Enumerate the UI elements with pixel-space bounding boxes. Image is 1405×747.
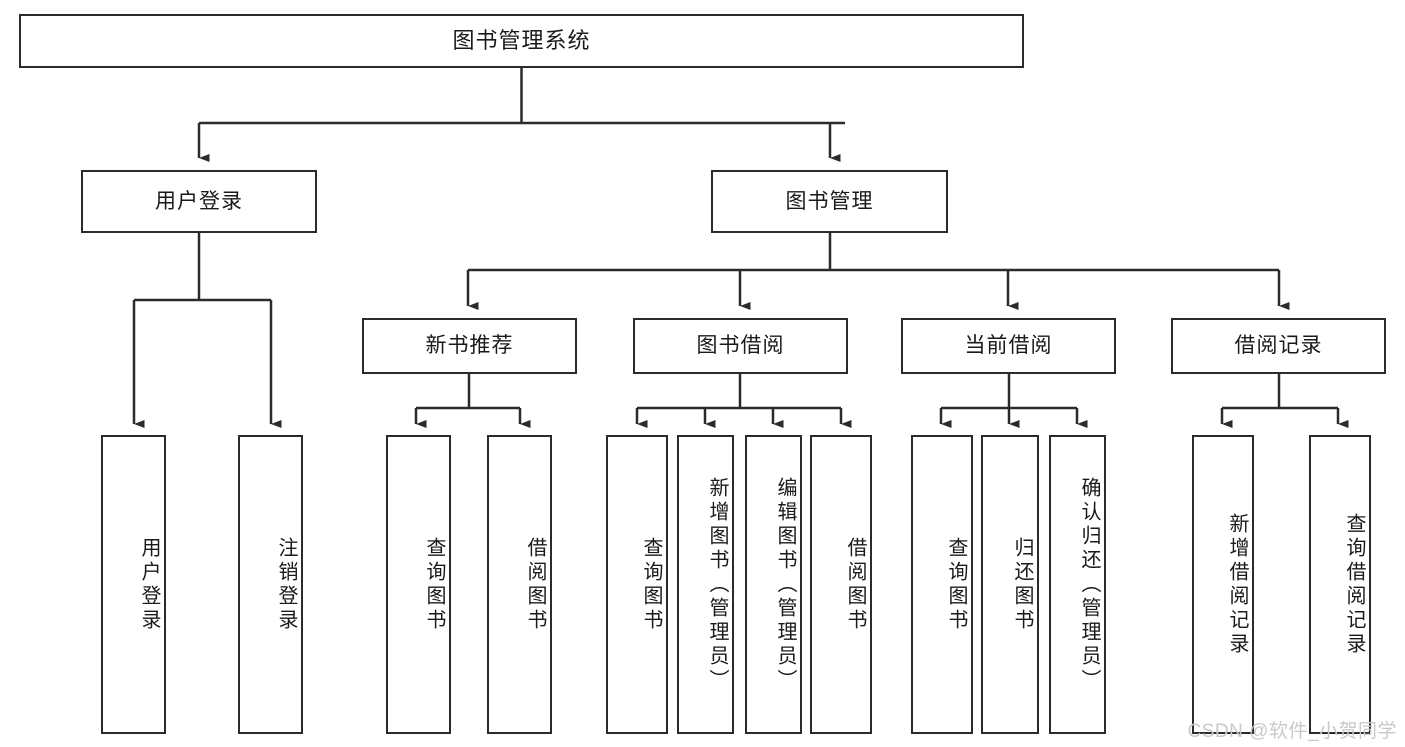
leaf-user-login-signin[interactable]: 用户登录 <box>101 435 166 734</box>
leaf-current-query-book[interactable]: 查询图书 <box>911 435 973 734</box>
node-new-book-recommend[interactable]: 新书推荐 <box>362 318 577 374</box>
leaf-current-confirm-return-admin[interactable]: 确认归还（管理员） <box>1049 435 1106 734</box>
leaf-current-return-book[interactable]: 归还图书 <box>981 435 1039 734</box>
leaf-recommend-query-book[interactable]: 查询图书 <box>386 435 451 734</box>
leaf-recommend-borrow-book[interactable]: 借阅图书 <box>487 435 552 734</box>
leaf-borrow-borrow-book[interactable]: 借阅图书 <box>810 435 872 734</box>
node-book-borrow[interactable]: 图书借阅 <box>633 318 848 374</box>
leaf-records-add-record[interactable]: 新增借阅记录 <box>1192 435 1254 734</box>
node-book-management[interactable]: 图书管理 <box>711 170 948 233</box>
leaf-records-query-record[interactable]: 查询借阅记录 <box>1309 435 1371 734</box>
node-root-system[interactable]: 图书管理系统 <box>19 14 1024 68</box>
csdn-watermark: CSDN @软件_小贺同学 <box>1187 721 1397 742</box>
leaf-borrow-query-book[interactable]: 查询图书 <box>606 435 668 734</box>
leaf-borrow-edit-book-admin[interactable]: 编辑图书（管理员） <box>745 435 802 734</box>
node-current-borrow[interactable]: 当前借阅 <box>901 318 1116 374</box>
leaf-borrow-add-book-admin[interactable]: 新增图书（管理员） <box>677 435 734 734</box>
node-borrow-records[interactable]: 借阅记录 <box>1171 318 1386 374</box>
node-user-login[interactable]: 用户登录 <box>81 170 317 233</box>
leaf-user-login-signout[interactable]: 注销登录 <box>238 435 303 734</box>
